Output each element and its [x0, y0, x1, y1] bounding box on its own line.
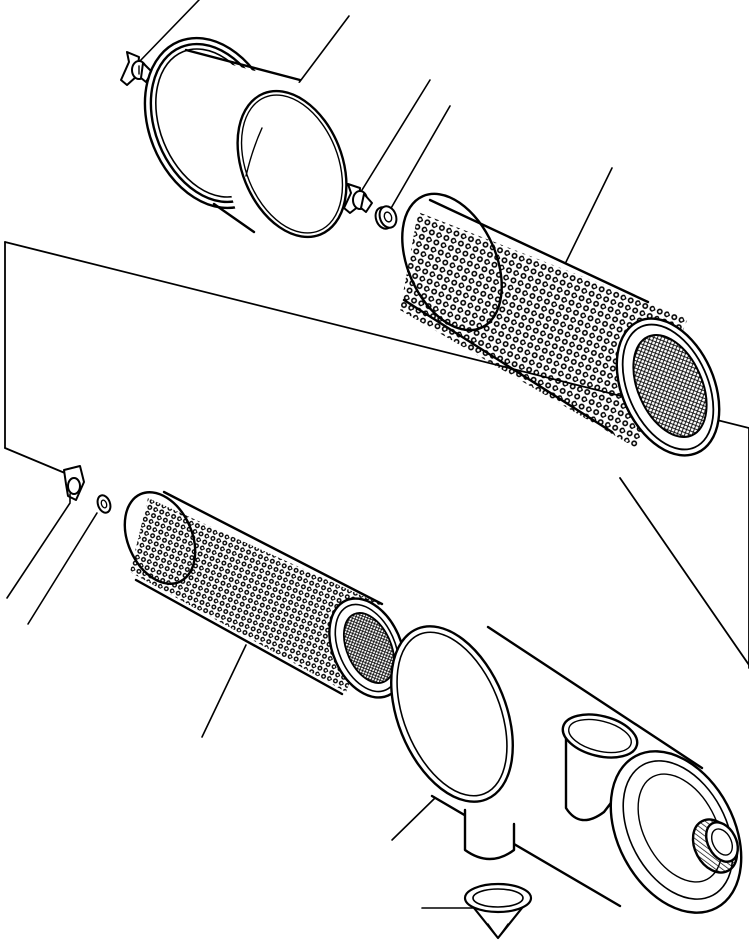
leader-line-wing-nut-lower — [6, 502, 71, 599]
primary-filter-element — [400, 192, 721, 457]
dust-valve — [463, 882, 533, 940]
safety-filter-element — [123, 490, 406, 699]
wing-nut-lower — [63, 465, 85, 503]
wing-nut-middle — [343, 183, 373, 214]
leader-line-washer-lower — [27, 512, 98, 625]
leader-line-end-cover — [294, 15, 350, 89]
leader-lines — [6, 0, 613, 909]
leader-line-wing-nut-top — [138, 0, 200, 63]
leader-line-safety-filter — [201, 644, 247, 738]
leader-line-housing — [391, 797, 436, 841]
leader-line-wing-nut-middle — [361, 79, 431, 191]
wing-nut-top — [120, 51, 153, 86]
sealing-washer-top — [374, 205, 398, 230]
sealing-washer-lower — [96, 494, 112, 514]
air-cleaner-housing — [390, 624, 743, 914]
end-cover — [143, 36, 348, 239]
leader-line-washer-top — [389, 105, 451, 211]
leader-line-primary-filter — [565, 167, 613, 263]
